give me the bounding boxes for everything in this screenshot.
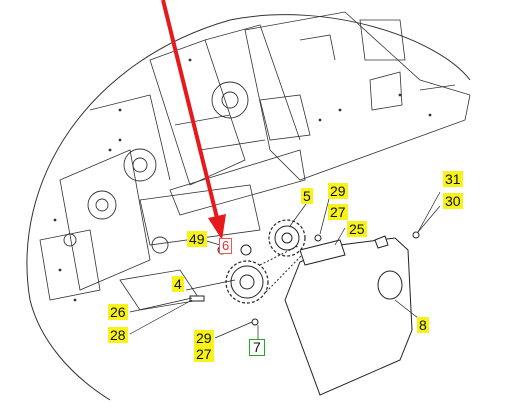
callout-31[interactable]: 31 [443, 171, 463, 187]
lower-sprocket [225, 260, 269, 304]
callout-30[interactable]: 30 [443, 193, 463, 209]
cutaway-boundary [26, 14, 471, 301]
upper-sprocket [268, 219, 306, 257]
callout-4[interactable]: 4 [172, 276, 184, 292]
callout-26[interactable]: 26 [108, 304, 128, 320]
hubs [63, 81, 249, 254]
callout-8[interactable]: 8 [417, 317, 429, 333]
leader-lines [129, 191, 441, 340]
frame-panels [39, 11, 471, 311]
callout-29-upper[interactable]: 29 [328, 183, 348, 199]
callout-5[interactable]: 5 [301, 188, 313, 204]
callout-29-lower[interactable]: 29 [194, 330, 214, 346]
bracket [299, 239, 346, 266]
callout-7[interactable]: 7 [249, 339, 265, 356]
callout-27-lower[interactable]: 27 [194, 346, 214, 362]
callout-25[interactable]: 25 [347, 221, 367, 237]
chain [259, 245, 303, 293]
callout-6-selected[interactable]: 6 [219, 238, 233, 254]
callout-27-upper[interactable]: 27 [328, 204, 348, 220]
callout-28[interactable]: 28 [108, 327, 128, 343]
callout-49[interactable]: 49 [187, 231, 207, 247]
red-arrow [161, 0, 226, 240]
